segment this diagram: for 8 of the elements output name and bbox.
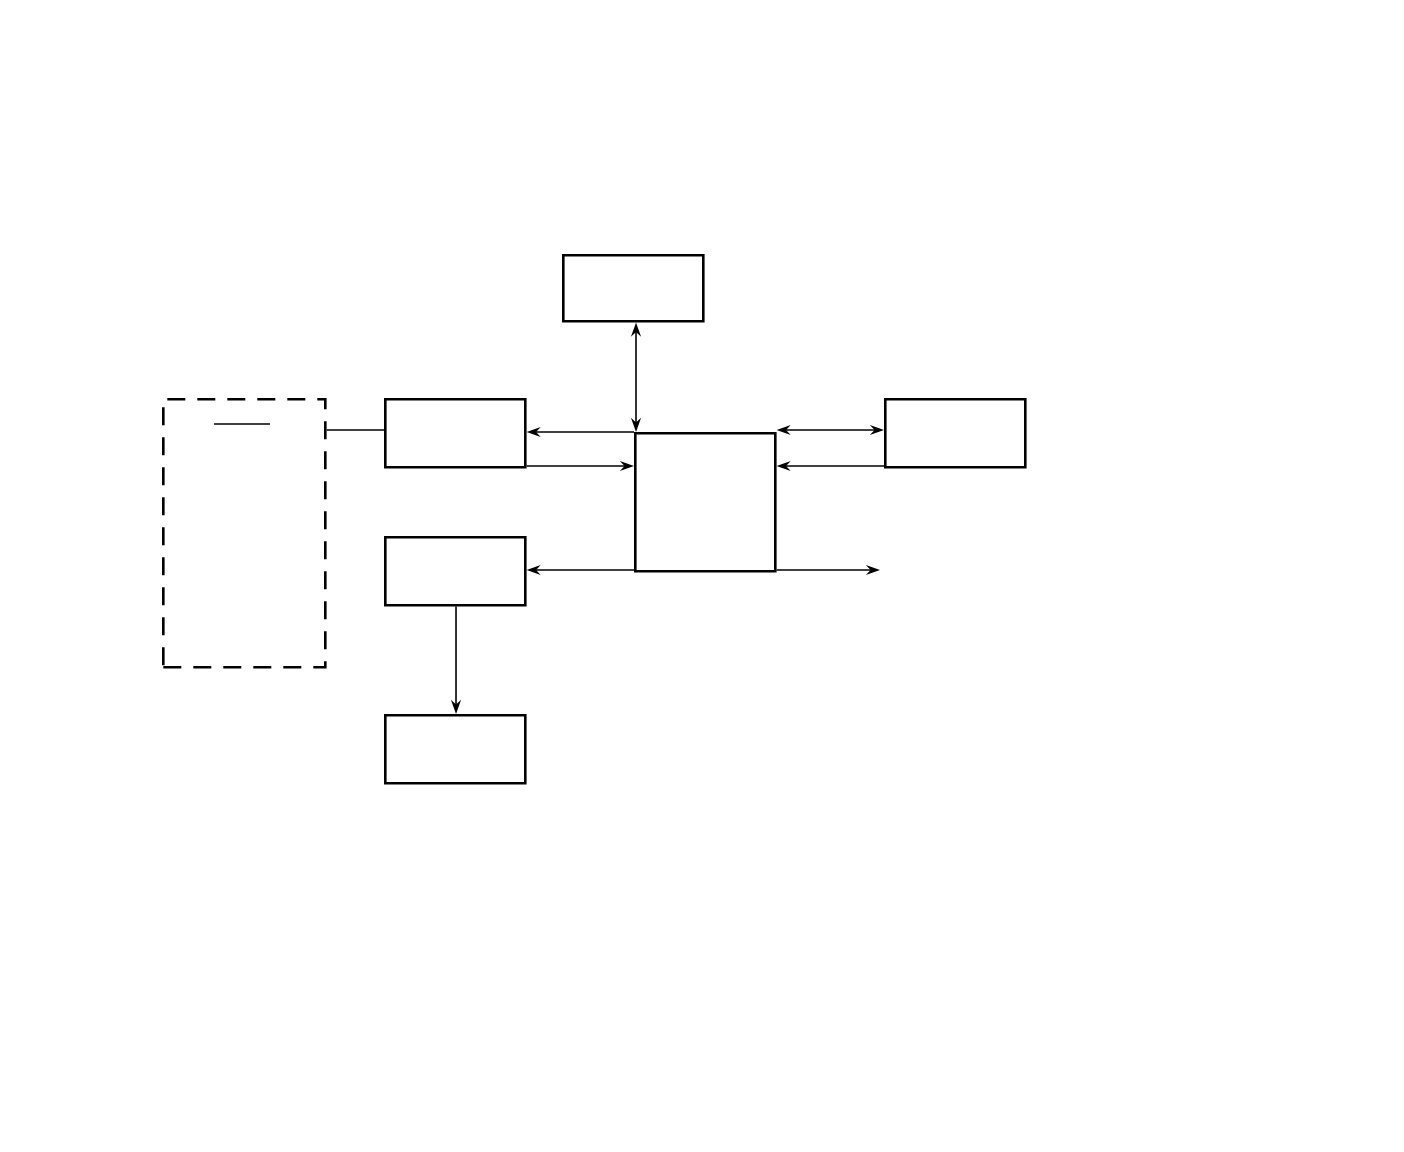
block-box	[634, 432, 777, 573]
block-box	[384, 714, 527, 785]
block-box	[384, 398, 527, 469]
connector-line	[325, 429, 385, 431]
block-box	[384, 536, 527, 607]
dashed-box	[162, 398, 327, 669]
block-box	[884, 398, 1027, 469]
block-box	[562, 254, 705, 323]
